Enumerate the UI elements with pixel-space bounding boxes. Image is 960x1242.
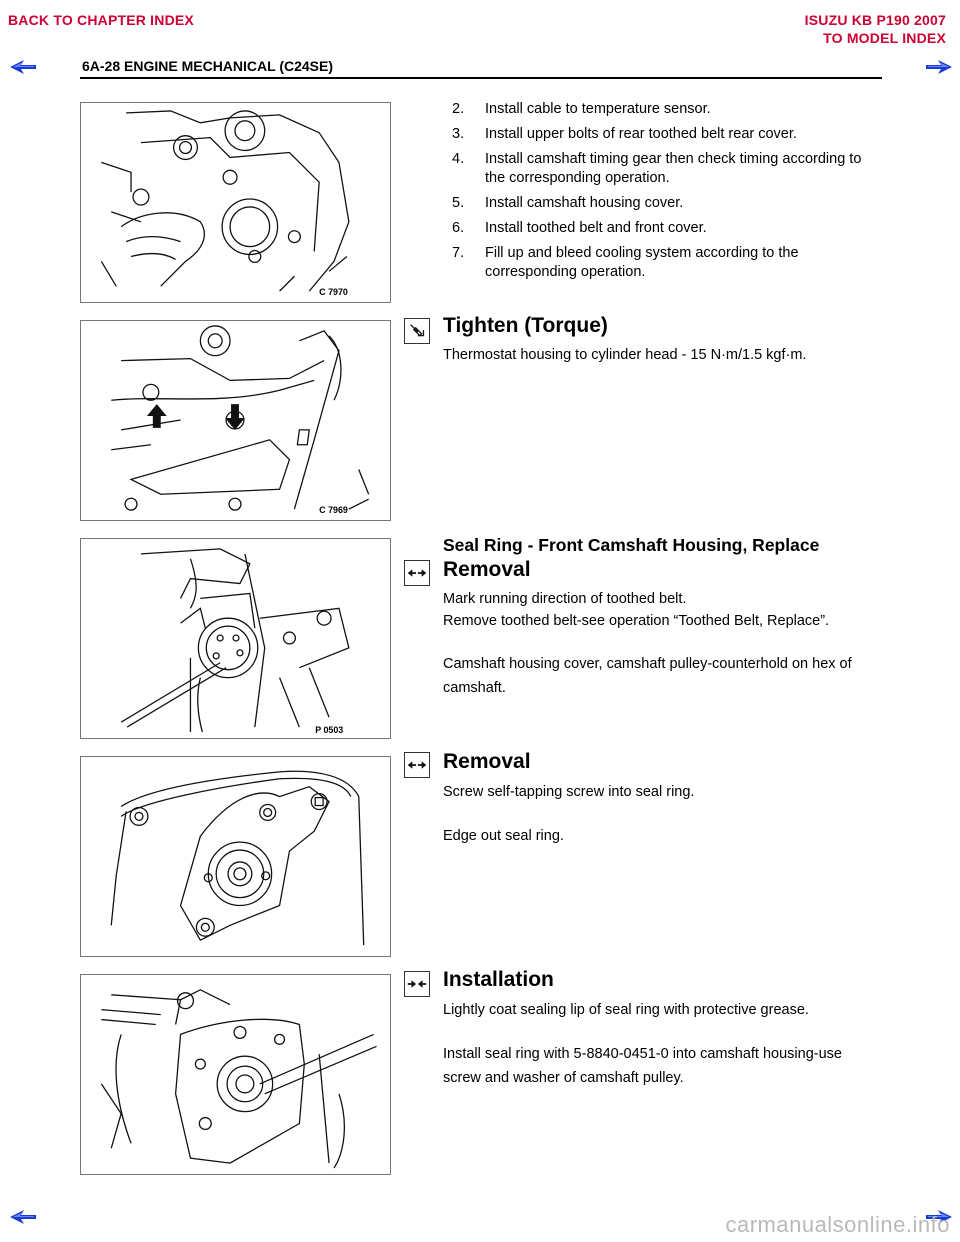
engine-illustration-2: C 7969 bbox=[111, 325, 370, 515]
installation-arrows-icon bbox=[404, 971, 430, 997]
figure-seal-ring-removal bbox=[80, 756, 391, 957]
installation-steps-list: 2.Install cable to temperature sensor. 3… bbox=[452, 101, 862, 280]
next-page-arrow-icon[interactable] bbox=[926, 1210, 952, 1224]
engine-illustration-1: C 7970 bbox=[100, 110, 350, 297]
back-to-chapter-index-link[interactable]: BACK TO CHAPTER INDEX bbox=[8, 12, 194, 28]
installation-step-seal-ring: Install seal ring with 5-8840-0451-0 int… bbox=[443, 1046, 842, 1086]
figure-code-2: C 7969 bbox=[319, 505, 348, 515]
previous-page-arrow-icon[interactable] bbox=[10, 1210, 36, 1224]
torque-spec-text: Thermostat housing to cylinder head - 15… bbox=[443, 347, 807, 363]
installation-step-grease: Lightly coat sealing lip of seal ring wi… bbox=[443, 1002, 809, 1018]
removal-arrows-icon bbox=[404, 560, 430, 586]
removal-arrows-icon bbox=[404, 752, 430, 778]
torque-wrench-icon bbox=[404, 318, 430, 344]
removal-1-step-mark: Mark running direction of toothed belt. bbox=[443, 591, 687, 607]
engine-illustration-4 bbox=[110, 770, 365, 946]
removal-1-step-cover: Camshaft housing cover, camshaft pulley-… bbox=[443, 656, 852, 696]
installation-heading: Installation bbox=[443, 968, 554, 991]
removal-2-step-edge: Edge out seal ring. bbox=[443, 828, 564, 844]
figure-camshaft-counterhold: P 0503 bbox=[80, 538, 391, 739]
engine-illustration-5 bbox=[100, 989, 377, 1169]
model-year-link[interactable]: ISUZU KB P190 2007 bbox=[804, 12, 946, 28]
figure-thermostat-housing: C 7970 bbox=[80, 102, 391, 303]
figure-thermostat-bolts: C 7969 bbox=[80, 320, 391, 521]
figure-code-1: C 7970 bbox=[319, 287, 348, 297]
engine-illustration-3: P 0503 bbox=[120, 548, 350, 735]
next-page-arrow-icon[interactable] bbox=[926, 60, 952, 74]
figure-code-3: P 0503 bbox=[315, 725, 343, 735]
seal-ring-section-title: Seal Ring - Front Camshaft Housing, Repl… bbox=[443, 535, 820, 555]
figure-seal-ring-installation bbox=[80, 974, 391, 1175]
page-header-title: 6A-28 ENGINE MECHANICAL (C24SE) bbox=[82, 58, 334, 74]
removal-heading-2: Removal bbox=[443, 750, 531, 773]
removal-1-step-belt: Remove toothed belt-see operation “Tooth… bbox=[443, 613, 830, 629]
to-model-index-link[interactable]: TO MODEL INDEX bbox=[823, 30, 946, 46]
removal-2-step-screw: Screw self-tapping screw into seal ring. bbox=[443, 784, 695, 800]
watermark-text: carmanualsonline.info bbox=[725, 1212, 950, 1237]
torque-heading: Tighten (Torque) bbox=[443, 314, 608, 337]
previous-page-arrow-icon[interactable] bbox=[10, 60, 36, 74]
removal-heading-1: Removal bbox=[443, 558, 531, 581]
header-divider bbox=[80, 77, 882, 79]
